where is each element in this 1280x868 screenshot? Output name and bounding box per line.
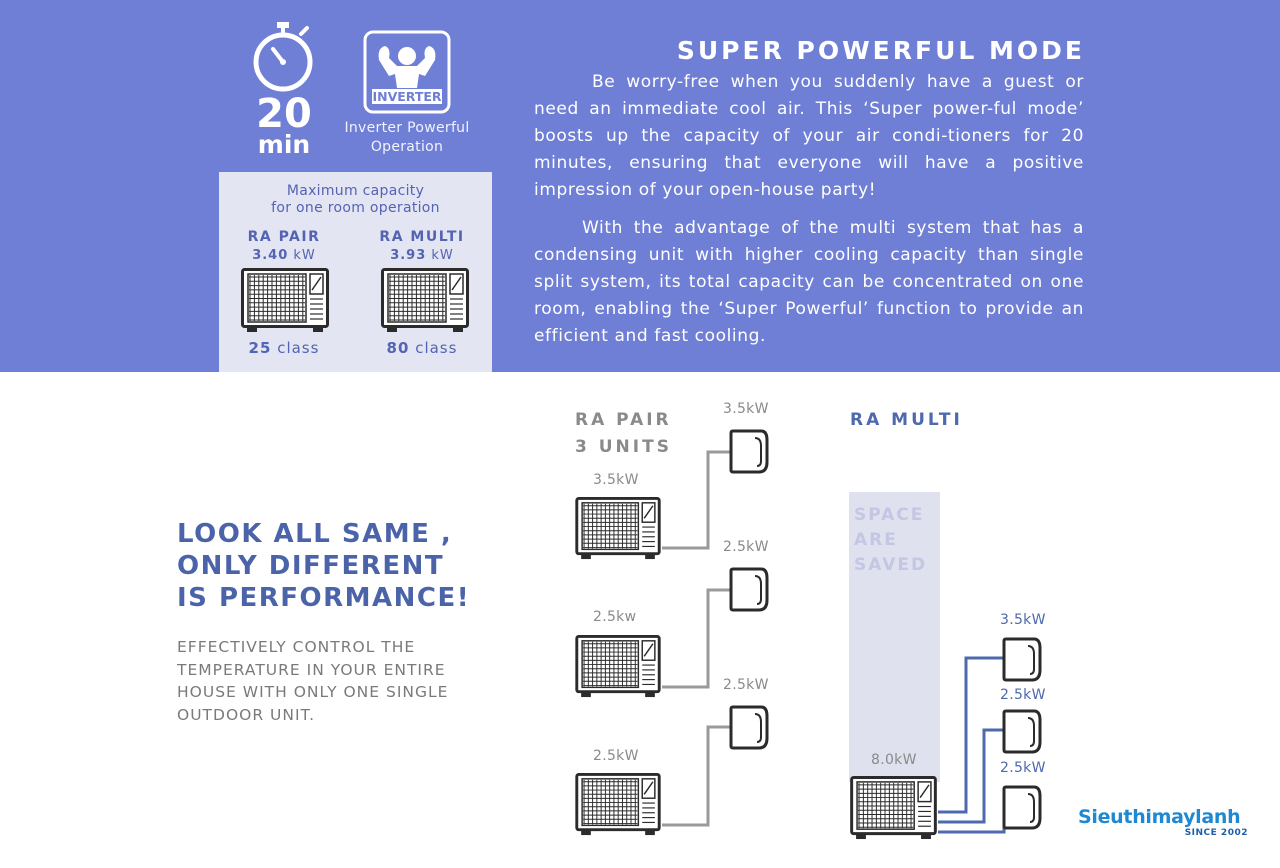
- sieuthimaylanh-logo[interactable]: Sieuthimaylanh SINCE 2002: [1078, 806, 1250, 838]
- super-mode-banner: 20 min INVERTER Inverter Powerful Operat…: [0, 0, 1280, 372]
- ra-pair-outdoor-2-capacity: 2.5kw: [593, 609, 637, 625]
- logo-since: SINCE 2002: [1184, 828, 1248, 838]
- ra-pair-name: RA PAIR: [247, 229, 321, 245]
- ra-pair-indoor-unit-2-icon: [729, 567, 769, 612]
- ra-multi-outdoor-unit-icon: [381, 268, 469, 332]
- ra-multi-class: 80 class: [386, 339, 458, 357]
- ra-multi-indoor-2-capacity: 2.5kW: [1000, 687, 1046, 703]
- comparison-title: Maximum capacity for one room operation: [219, 183, 492, 217]
- timer-value: 20: [256, 91, 312, 137]
- ra-pair-outdoor-unit-icon: [241, 268, 329, 332]
- space-saved-line2: ARE: [854, 530, 898, 550]
- ra-multi-heading: RA MULTI: [850, 410, 963, 430]
- space-saved-line3: SAVED: [854, 555, 928, 575]
- pair-pipe-2: [662, 588, 733, 689]
- ra-multi-indoor-unit-2-icon: [1002, 709, 1042, 754]
- multi-pipe-2: [938, 728, 1004, 824]
- comparison-title-line2: for one room operation: [271, 200, 440, 216]
- ra-multi-outdoor-capacity: 8.0kW: [871, 752, 917, 768]
- super-mode-title: SUPER POWERFUL MODE: [676, 36, 1085, 65]
- ra-multi-column: RA MULTI 3.93 kW: [367, 229, 477, 265]
- ra-pair-indoor-unit-1-icon: [729, 429, 769, 474]
- pair-pipe-1: [662, 450, 733, 550]
- ra-pair-heading: RA PAIR 3 UNITS: [575, 407, 672, 461]
- look-heading-line1: LOOK ALL SAME ,: [177, 519, 453, 549]
- ra-multi-indoor-3-capacity: 2.5kW: [1000, 760, 1046, 776]
- look-heading-line2: ONLY DIFFERENT: [177, 551, 445, 581]
- super-mode-paragraph-1: Be worry-free when you suddenly have a g…: [534, 72, 1084, 200]
- inverter-strongman-icon: INVERTER: [363, 30, 451, 114]
- ra-pair-heading-line2: 3 UNITS: [575, 437, 672, 457]
- ra-pair-capacity: 3.40 kW: [252, 248, 316, 263]
- look-description-line1: EFFECTIVELY CONTROL THE: [177, 638, 416, 656]
- ra-pair-outdoor-1-capacity: 3.5kW: [593, 472, 639, 488]
- super-mode-paragraph-2: With the advantage of the multi system t…: [534, 218, 1084, 346]
- comparison-title-line1: Maximum capacity: [286, 183, 425, 199]
- inverter-caption: Inverter Powerful Operation: [344, 120, 470, 155]
- multi-pipe-1: [938, 656, 1004, 814]
- look-all-same-description: EFFECTIVELY CONTROL THE TEMPERATURE IN Y…: [177, 636, 477, 726]
- stopwatch-icon: [253, 22, 313, 92]
- ra-pair-indoor-1-capacity: 3.5kW: [723, 401, 769, 417]
- ra-pair-outdoor-unit-2-icon: [575, 635, 661, 698]
- ra-multi-capacity: 3.93 kW: [390, 248, 454, 263]
- inverter-badge-text: INVERTER: [372, 89, 441, 104]
- look-description-line2: TEMPERATURE IN YOUR ENTIRE: [177, 660, 446, 679]
- ra-pair-class: 25 class: [248, 339, 320, 357]
- ra-pair-outdoor-unit-3-icon: [575, 773, 661, 836]
- logo-name: Sieuthimaylanh: [1078, 806, 1241, 828]
- ra-multi-indoor-1-capacity: 3.5kW: [1000, 612, 1046, 628]
- look-description-line4: OUTDOOR UNIT.: [177, 705, 316, 724]
- capacity-comparison-box: Maximum capacity for one room operation …: [219, 172, 492, 372]
- ra-pair-indoor-unit-3-icon: [729, 705, 769, 750]
- ra-multi-indoor-unit-3-icon: [1002, 785, 1042, 830]
- ra-pair-outdoor-unit-1-icon: [575, 497, 661, 560]
- look-description-line3: HOUSE WITH ONLY ONE SINGLE: [177, 683, 449, 701]
- look-all-same-heading: LOOK ALL SAME , ONLY DIFFERENT IS PERFOR…: [177, 518, 507, 614]
- look-heading-line3: IS PERFORMANCE!: [177, 583, 471, 613]
- ra-pair-heading-line1: RA PAIR: [575, 410, 672, 430]
- ra-multi-indoor-unit-1-icon: [1002, 637, 1042, 682]
- space-saved-line1: SPACE: [854, 505, 925, 525]
- space-saved-box: [849, 492, 940, 782]
- ra-pair-indoor-3-capacity: 2.5kW: [723, 677, 769, 693]
- timer-unit: min: [257, 130, 311, 159]
- ra-pair-outdoor-3-capacity: 2.5kW: [593, 748, 639, 764]
- ra-pair-column: RA PAIR 3.40 kW: [229, 229, 339, 265]
- ra-pair-indoor-2-capacity: 2.5kW: [723, 539, 769, 555]
- pair-pipe-3: [662, 725, 733, 827]
- ra-multi-name: RA MULTI: [379, 229, 465, 245]
- space-saved-label: SPACE ARE SAVED: [854, 503, 927, 578]
- ra-multi-outdoor-unit-icon: [850, 776, 937, 840]
